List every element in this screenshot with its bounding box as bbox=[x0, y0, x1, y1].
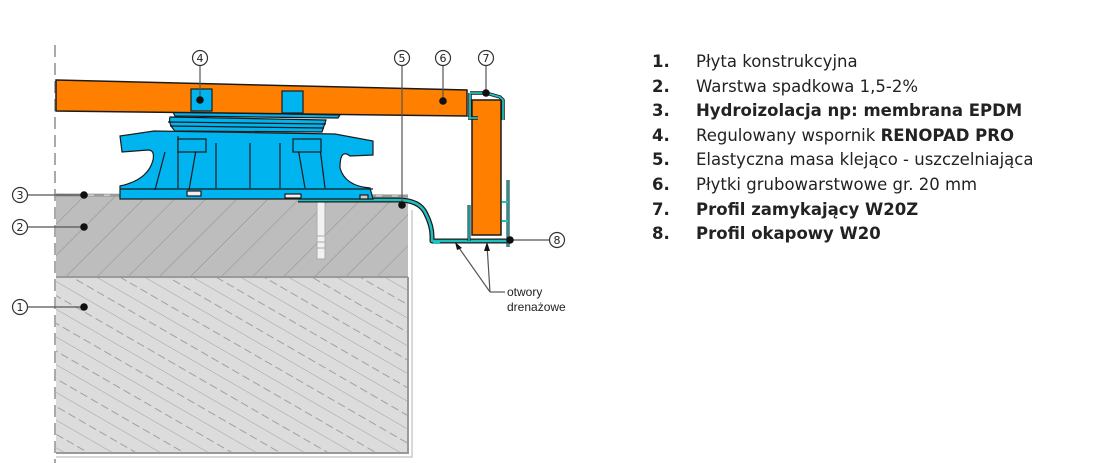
callout-2-label: 2 bbox=[17, 221, 24, 234]
legend-item-8: 8.Profil okapowy W20 bbox=[652, 224, 881, 244]
callout-3-label: 3 bbox=[17, 189, 24, 202]
callout-8-label: 8 bbox=[554, 234, 561, 247]
callout-5-label: 5 bbox=[399, 52, 406, 65]
callout-6: 6 bbox=[434, 49, 452, 67]
callout-2: 2 bbox=[11, 218, 29, 236]
callout-5: 5 bbox=[393, 49, 411, 67]
legend-item-4: 4.Regulowany wspornik RENOPAD PRO bbox=[652, 125, 1014, 145]
drainage-holes-label-line2: drenażowe bbox=[507, 300, 566, 314]
roof-edge-diagram: 1 2 3 4 5 6 7 8 otwory drenażowe bbox=[11, 45, 566, 463]
callout-3: 3 bbox=[11, 186, 29, 204]
adjustable-pedestal bbox=[119, 111, 374, 200]
top-tile bbox=[55, 79, 468, 117]
legend-item-1: 1.Płyta konstrukcyjna bbox=[652, 52, 858, 71]
slope-layer bbox=[56, 195, 408, 277]
vertical-facing-tile bbox=[471, 99, 502, 236]
legend-item-2: 2.Warstwa spadkowa 1,5-2% bbox=[652, 76, 919, 96]
callout-8: 8 bbox=[548, 231, 566, 249]
callout-7-label: 7 bbox=[483, 52, 490, 65]
drainage-holes-label-line1: otwory bbox=[507, 285, 542, 299]
structural-slab bbox=[56, 277, 408, 453]
callout-7: 7 bbox=[477, 49, 495, 67]
callout-6-label: 6 bbox=[440, 52, 447, 65]
anchor-dowel bbox=[314, 197, 328, 260]
callout-4: 4 bbox=[191, 49, 209, 67]
legend-item-3: 3.Hydroizolacja np: membrana EPDM bbox=[652, 101, 1023, 121]
legend-item-6: 6.Płytki grubowarstwowe gr. 20 mm bbox=[652, 174, 978, 194]
slab-edge bbox=[56, 277, 409, 454]
legend-item-5: 5.Elastyczna masa klejąco - uszczelniają… bbox=[652, 150, 1034, 170]
legend-list: 1.Płyta konstrukcyjna 2.Warstwa spadkowa… bbox=[652, 50, 1033, 247]
callout-1-label: 1 bbox=[17, 301, 24, 314]
callout-1: 1 bbox=[11, 298, 29, 316]
legend-item-7: 7.Profil zamykający W20Z bbox=[652, 199, 919, 219]
callout-4-label: 4 bbox=[197, 52, 204, 65]
